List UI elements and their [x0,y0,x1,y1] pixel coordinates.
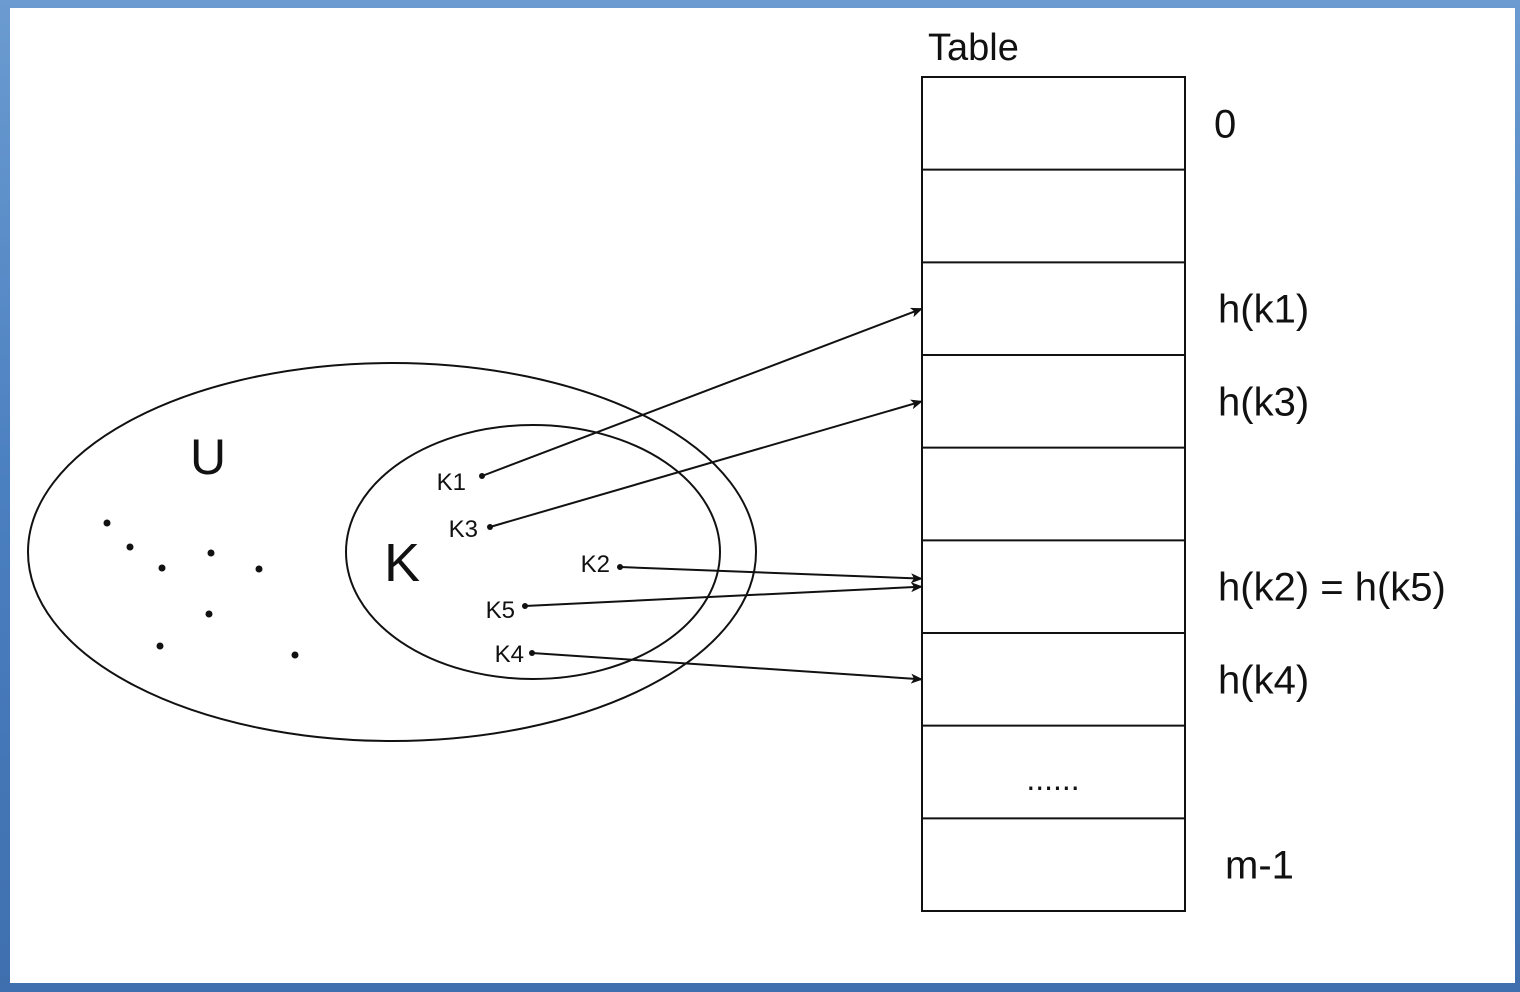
key-point [479,473,485,479]
table-title: Table [928,27,1019,69]
row-label: m-1 [1225,844,1294,888]
hash-arrow [524,582,923,607]
keyset-label: K [384,533,420,593]
hash-arrow [619,566,923,584]
universe-point [207,549,215,557]
row-label: h(k2) = h(k5) [1218,566,1446,610]
hash-arrows [481,307,923,684]
universe-point [291,651,299,659]
key-point [522,603,528,609]
row-labels: 0 h(k1) h(k3) h(k2) = h(k5) h(k4) m-1 [1214,102,1446,887]
table-dividers [922,168,1185,820]
key-label: K3 [449,516,478,543]
key-point [529,650,535,656]
key-label: K4 [495,641,524,668]
row-label: h(k4) [1218,658,1309,702]
universe-points [103,519,299,659]
universe-point [255,565,263,573]
row-label: h(k1) [1218,288,1309,332]
table-ellipsis: ...... [1026,761,1079,797]
key-point [617,564,623,570]
diagram-canvas [10,8,1515,983]
universe-point [126,543,134,551]
key-label: K5 [486,597,515,624]
key-label: K2 [581,551,610,578]
hash-arrow [489,399,923,528]
universe-label: U [190,429,226,485]
table-border [921,76,1186,912]
key-point [487,524,493,530]
key-label: K1 [437,469,466,496]
universe-point [158,564,166,572]
universe-ellipse [27,362,757,742]
hash-arrow [481,307,923,477]
universe-point [205,610,213,618]
keyset-ellipse [345,424,721,680]
universe-point [156,642,164,650]
universe-point [103,519,111,527]
row-label: 0 [1214,102,1236,146]
row-label: h(k3) [1218,380,1309,424]
hash-table: ...... [921,76,1186,912]
hash-arrow [531,652,923,684]
